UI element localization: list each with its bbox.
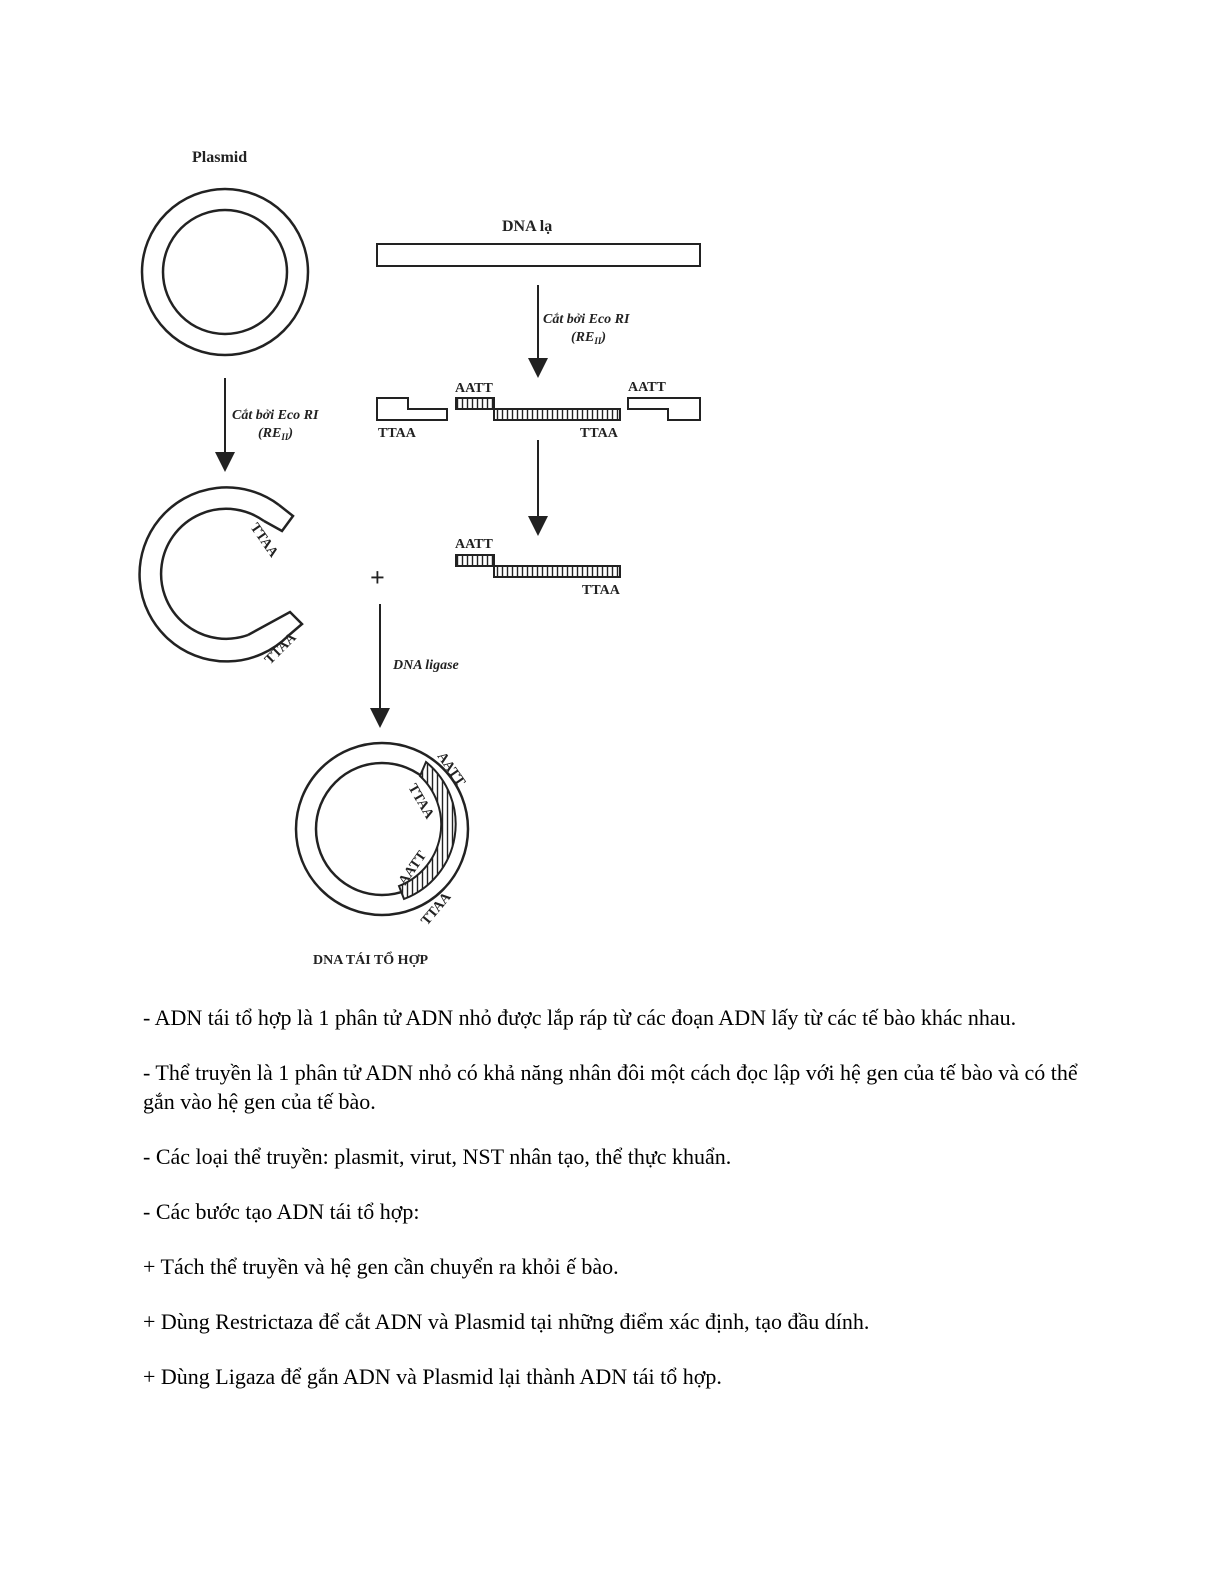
foreign-dna-strand <box>376 243 701 267</box>
paragraph-definition: - ADN tái tổ hợp là 1 phân tử ADN nhỏ đư… <box>143 1005 1017 1030</box>
paragraph-step-2: + Dùng Restrictaza để cắt ADN và Plasmid… <box>143 1309 870 1334</box>
foreign-dna-label: DNA lạ <box>502 218 552 235</box>
cut-dna-label-line2: (REII) <box>571 330 606 346</box>
paragraph-vector-types: - Các loại thể truyền: plasmit, virut, N… <box>143 1144 732 1169</box>
excised-gene-fragment <box>455 397 621 421</box>
recombinant-label: DNA TÁI TỔ HỢP <box>313 950 428 968</box>
opened-plasmid <box>138 486 304 663</box>
opened-plasmid-ttaa-bottom: TTAA <box>262 630 300 668</box>
cut-dna-label-line1: Cắt bởi Eco RI <box>543 312 630 327</box>
plus-sign: + <box>370 563 385 592</box>
left-end-fragment <box>376 397 448 421</box>
paragraph-steps-heading: - Các bước tạo ADN tái tổ hợp: <box>143 1199 420 1224</box>
explanation-text: - ADN tái tổ hợp là 1 phân tử ADN nhỏ đư… <box>143 1003 1083 1417</box>
recombinant-plasmid <box>294 741 470 917</box>
right-end-fragment <box>627 397 701 421</box>
cut-plasmid-label-line1: Cắt bởi Eco RI <box>232 408 319 423</box>
plasmid-circle <box>140 187 310 357</box>
gene-fragment-aatt: AATT <box>455 381 494 396</box>
gene-fragment-ttaa: TTAA <box>580 426 619 441</box>
cut-plasmid-label-line2: (REII) <box>258 426 293 442</box>
paragraph-step-1: + Tách thể truyền và hệ gen cần chuyển r… <box>143 1254 619 1279</box>
isolated-gene-fragment <box>455 554 621 578</box>
recombinant-dna-diagram: Plasmid DNA lạ Cắt bởi Eco RI (REII) TTA… <box>138 149 701 968</box>
ligase-label: DNA ligase <box>392 658 459 673</box>
isolated-fragment-ttaa: TTAA <box>582 583 621 598</box>
paragraph-step-3: + Dùng Ligaza để gắn ADN và Plasmid lại … <box>143 1364 722 1389</box>
left-fragment-ttaa: TTAA <box>378 426 417 441</box>
plasmid-label: Plasmid <box>192 149 247 166</box>
right-fragment-aatt: AATT <box>628 380 667 395</box>
isolated-fragment-aatt: AATT <box>455 537 494 552</box>
paragraph-vector: - Thể truyền là 1 phân tử ADN nhỏ có khả… <box>143 1060 1078 1114</box>
